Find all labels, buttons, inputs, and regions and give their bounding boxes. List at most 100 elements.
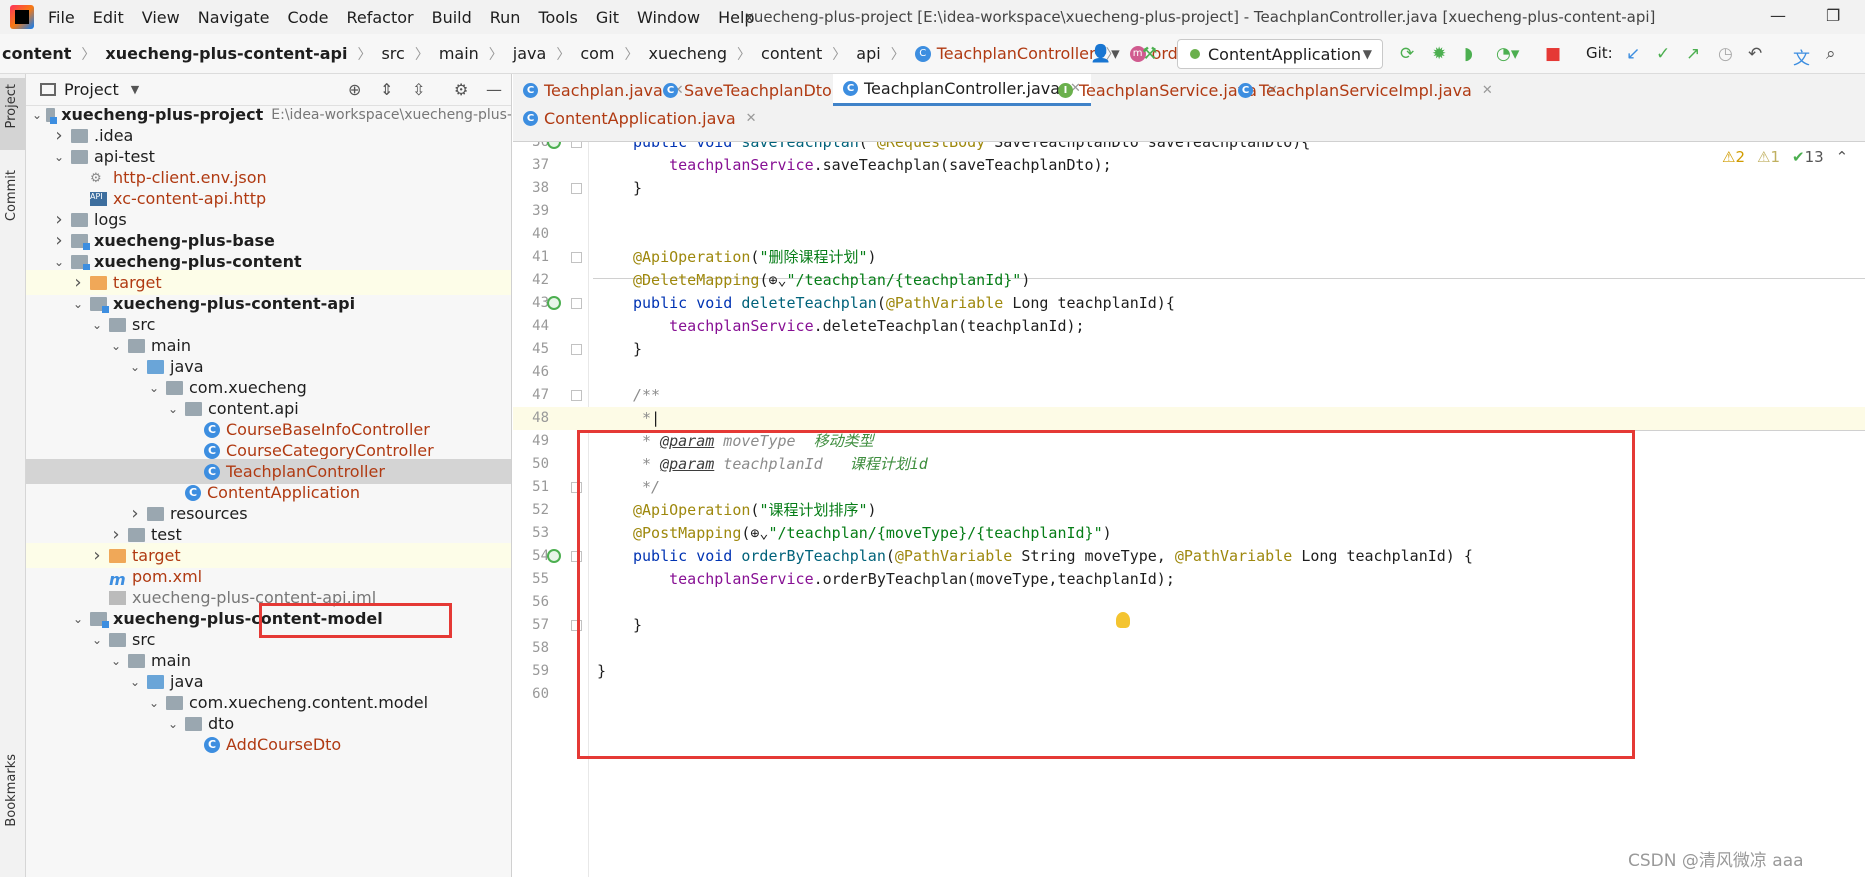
maximize-button[interactable]: ❐: [1826, 6, 1841, 25]
tree-item[interactable]: ⌄xuecheng-plus-content: [26, 249, 511, 274]
fold-marker-icon[interactable]: [571, 620, 582, 631]
tree-item[interactable]: ⌄dto: [26, 711, 511, 736]
menu-item-build[interactable]: Build: [431, 7, 472, 27]
chevron-down-icon[interactable]: ⌄: [110, 653, 122, 668]
commit-strip-label[interactable]: Commit: [4, 170, 19, 222]
debug-icon[interactable]: ✹: [1432, 44, 1447, 64]
menu-item-file[interactable]: File: [48, 7, 75, 27]
chevron-up-icon[interactable]: ⌃: [1835, 148, 1849, 166]
code-line[interactable]: 60: [513, 683, 1865, 706]
chevron-down-icon[interactable]: ▼: [130, 83, 140, 96]
close-icon[interactable]: ✕: [1070, 81, 1081, 96]
close-icon[interactable]: ✕: [1481, 82, 1493, 98]
menu-item-refactor[interactable]: Refactor: [346, 7, 414, 27]
tree-item[interactable]: ›resources: [26, 501, 511, 526]
breadcrumb-item[interactable]: content: [761, 44, 822, 63]
minimize-button[interactable]: —: [1770, 6, 1786, 25]
code-line[interactable]: 58: [513, 637, 1865, 660]
code-line[interactable]: 37 teachplanService.saveTeachplan(saveTe…: [513, 154, 1865, 177]
tree-item[interactable]: xuecheng-plus-content-api.iml: [26, 585, 511, 610]
close-icon[interactable]: ✕: [672, 82, 684, 98]
translate-icon[interactable]: 文: [1793, 49, 1810, 69]
tree-item[interactable]: ›xuecheng-plus-base: [26, 228, 511, 253]
tree-item[interactable]: ⌄main: [26, 333, 511, 358]
git-push-icon[interactable]: ↗: [1686, 44, 1701, 64]
chevron-down-icon[interactable]: ⌄: [72, 611, 84, 626]
stop-icon[interactable]: ■: [1545, 44, 1562, 64]
chevron-right-icon[interactable]: ›: [131, 503, 139, 524]
chevron-down-icon[interactable]: ⌄: [129, 359, 141, 374]
breadcrumb-item[interactable]: api: [856, 44, 880, 63]
tree-item[interactable]: ⌄java: [26, 669, 511, 694]
menu-item-tools[interactable]: Tools: [538, 7, 578, 27]
code-line[interactable]: 47/**: [513, 384, 1865, 407]
history-icon[interactable]: ◷: [1718, 44, 1733, 64]
run-gutter-icon[interactable]: [547, 142, 561, 149]
chevron-down-icon[interactable]: ⌄: [72, 296, 84, 311]
chevron-down-icon[interactable]: ⌄: [91, 317, 103, 332]
chevron-right-icon[interactable]: ›: [74, 272, 82, 293]
user-icon[interactable]: 👤▾: [1090, 44, 1120, 64]
chevron-down-icon[interactable]: ⌄: [53, 149, 65, 164]
tree-item[interactable]: ›target: [26, 270, 511, 295]
rerun-icon[interactable]: ⟳: [1400, 44, 1415, 64]
menu-item-code[interactable]: Code: [287, 7, 329, 27]
search-icon[interactable]: ⌕: [1826, 44, 1836, 64]
tree-item[interactable]: ⌄com.xuecheng.content.model: [26, 690, 511, 715]
fold-marker-icon[interactable]: [571, 252, 582, 263]
fold-marker-icon[interactable]: [571, 298, 582, 309]
fold-marker-icon[interactable]: [571, 344, 582, 355]
breadcrumb-item[interactable]: src: [381, 44, 404, 63]
inspection-widget[interactable]: ⚠2 ⚠1 ✔13 ⌃: [1722, 148, 1848, 166]
git-update-icon[interactable]: ↙: [1626, 44, 1641, 64]
fold-marker-icon[interactable]: [571, 551, 582, 562]
chevron-down-icon[interactable]: ⌄: [148, 695, 160, 710]
code-line[interactable]: 51 */: [513, 476, 1865, 499]
gear-icon[interactable]: ⚙: [454, 80, 469, 99]
build-hammer-icon[interactable]: ⚒: [1142, 44, 1158, 64]
fold-marker-icon[interactable]: [571, 142, 582, 148]
breadcrumb-item[interactable]: xuecheng: [649, 44, 728, 63]
code-line[interactable]: 56: [513, 591, 1865, 614]
code-line[interactable]: 38}: [513, 177, 1865, 200]
code-line[interactable]: 57}: [513, 614, 1865, 637]
code-line[interactable]: 52@ApiOperation("课程计划排序"): [513, 499, 1865, 522]
expand-all-icon[interactable]: ⇕: [380, 80, 394, 99]
code-line[interactable]: 42@DeleteMapping(⊕⌄"/teachplan/{teachpla…: [513, 269, 1865, 292]
run-gutter-icon[interactable]: [547, 549, 561, 563]
tree-item[interactable]: ›.idea: [26, 123, 511, 148]
code-line[interactable]: 48 *|: [513, 407, 1865, 430]
bookmarks-strip-label[interactable]: Bookmarks: [4, 754, 19, 827]
rollback-icon[interactable]: ↶: [1748, 44, 1763, 64]
tree-item[interactable]: ⌄xuecheng-plus-content-model: [26, 606, 511, 631]
run-config-select[interactable]: ContentApplication ▼: [1177, 39, 1383, 69]
chevron-down-icon[interactable]: ⌄: [91, 632, 103, 647]
code-line[interactable]: 45}: [513, 338, 1865, 361]
locate-icon[interactable]: ⊕: [348, 80, 362, 99]
chevron-down-icon[interactable]: ⌄: [32, 107, 43, 122]
breadcrumb-item[interactable]: xuecheng-plus-content-api: [105, 44, 347, 63]
chevron-right-icon[interactable]: ›: [55, 209, 63, 230]
chevron-right-icon[interactable]: ›: [55, 125, 63, 146]
git-commit-icon[interactable]: ✓: [1656, 44, 1671, 64]
chevron-right-icon[interactable]: ›: [93, 545, 101, 566]
breadcrumb-item[interactable]: main: [439, 44, 479, 63]
menu-item-run[interactable]: Run: [489, 7, 521, 27]
tree-item[interactable]: ⌄src: [26, 627, 511, 652]
run-gutter-icon[interactable]: [547, 296, 561, 310]
tree-item[interactable]: ⌄src: [26, 312, 511, 337]
menu-item-window[interactable]: Window: [637, 7, 701, 27]
collapse-all-icon[interactable]: ⇳: [412, 80, 426, 99]
